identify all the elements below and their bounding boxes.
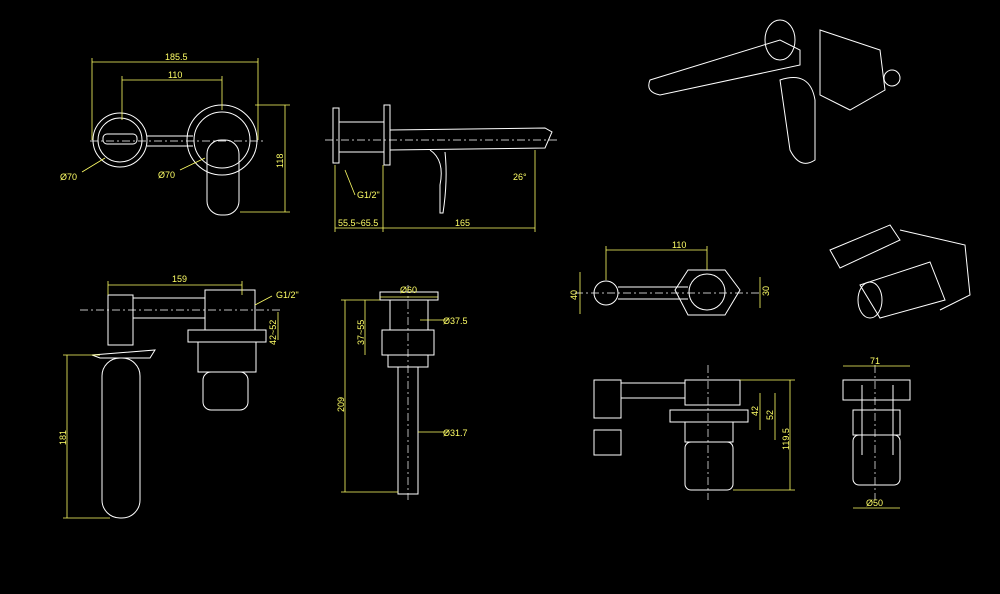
dim-thread: G1/2" bbox=[357, 190, 380, 200]
drain-view: Ø60 37~55 Ø37.5 209 Ø31.7 bbox=[336, 285, 468, 500]
dim-left: 40 bbox=[569, 290, 579, 300]
side-view: G1/2" 55.5~65.5 165 26° bbox=[325, 104, 560, 232]
box-side-view: 71 Ø50 bbox=[842, 356, 911, 509]
isometric-view-valve bbox=[829, 224, 971, 319]
dim-dia-tail: Ø31.7 bbox=[443, 428, 468, 438]
dim-height: 181 bbox=[58, 430, 68, 445]
dim-thread: G1/2" bbox=[276, 290, 299, 300]
dim-dia-left: Ø70 bbox=[60, 172, 77, 182]
box-front-view: 42 52 119.5 bbox=[593, 365, 795, 500]
dim-spacing: 110 bbox=[168, 70, 182, 80]
dim-depth: 55.5~65.5 bbox=[338, 218, 378, 228]
dim-right: 30 bbox=[761, 286, 771, 296]
dim-d1: 42 bbox=[750, 406, 760, 416]
dim-height: 119.5 bbox=[781, 428, 791, 450]
isometric-view-faucet bbox=[648, 19, 901, 164]
dim-width-total: 185.5 bbox=[165, 52, 188, 62]
dim-d2: 52 bbox=[765, 410, 775, 420]
front-view: 185.5 110 Ø70 Ø70 118 bbox=[60, 52, 290, 216]
dim-range: 42~52 bbox=[268, 320, 278, 345]
dim-dia-right: Ø70 bbox=[158, 170, 175, 180]
box-top-view: 110 40 30 bbox=[569, 240, 771, 316]
dim-height: 209 bbox=[336, 397, 346, 412]
dim-dia-body: Ø37.5 bbox=[443, 316, 468, 326]
dim-spout-length: 165 bbox=[455, 218, 470, 228]
dim-angle: 26° bbox=[513, 172, 527, 182]
dim-dia-top: Ø60 bbox=[400, 285, 417, 295]
dim-width: 71 bbox=[870, 356, 880, 366]
dim-dia: Ø50 bbox=[866, 498, 883, 508]
dim-length: 159 bbox=[172, 274, 187, 284]
dim-spacing: 110 bbox=[672, 240, 686, 250]
top-view: 159 G1/2" 42~52 181 bbox=[58, 274, 299, 519]
dim-height: 118 bbox=[275, 154, 285, 168]
dim-range: 37~55 bbox=[356, 320, 366, 345]
